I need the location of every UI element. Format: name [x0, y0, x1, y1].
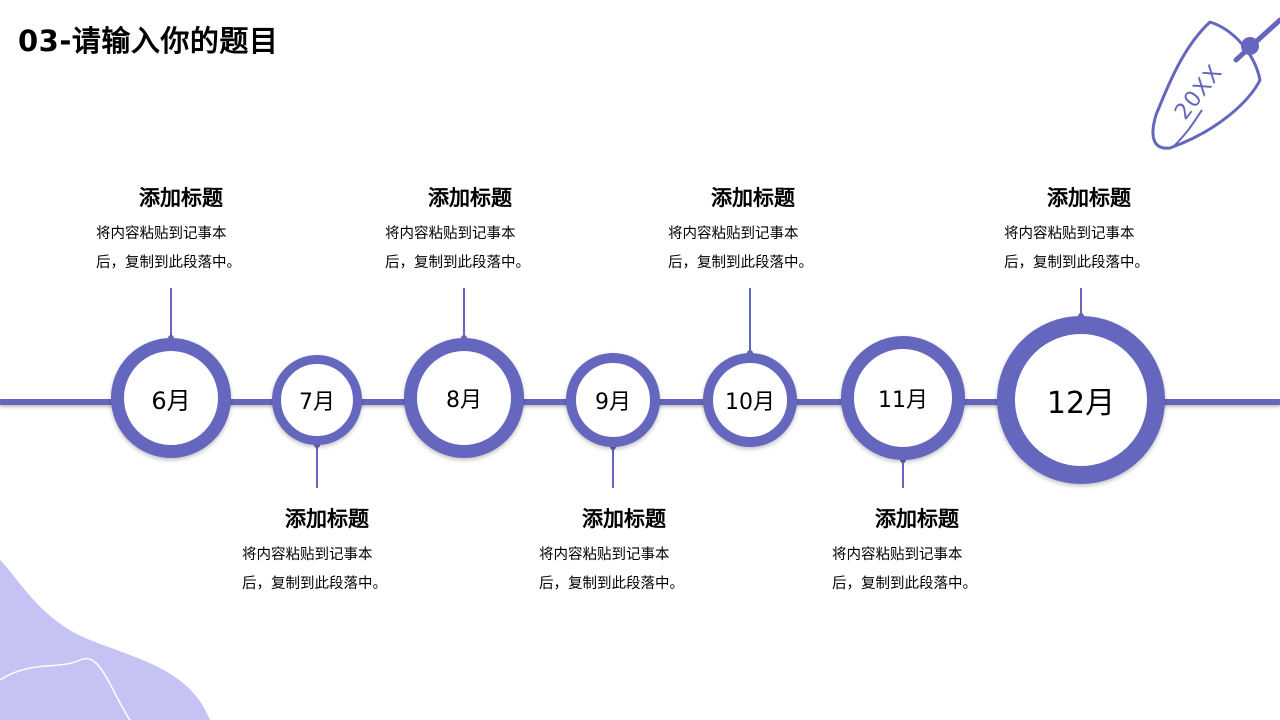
milestone-circle: 11月: [841, 336, 965, 460]
connector-dot: [900, 457, 906, 463]
milestone-title: 添加标题: [139, 186, 223, 210]
milestone-text-line1: 将内容粘贴到记事本: [832, 547, 963, 563]
milestone-month: 12月: [1046, 386, 1116, 421]
milestone-text-line2: 后，复制到此段落中。: [242, 576, 387, 592]
milestone-circle: 12月: [997, 316, 1165, 484]
milestone-month: 6月: [151, 386, 191, 415]
connector-dot: [610, 444, 616, 450]
milestone-month: 11月: [878, 388, 928, 413]
milestone-label: 添加标题将内容粘贴到记事本后，复制到此段落中。: [668, 182, 838, 278]
connector-line: [749, 288, 751, 353]
milestone-label: 添加标题将内容粘贴到记事本后，复制到此段落中。: [1004, 182, 1174, 278]
milestone-text-line1: 将内容粘贴到记事本: [668, 226, 799, 242]
page-title: 03-请输入你的题目: [18, 24, 279, 58]
milestone-circle: 9月: [566, 353, 660, 447]
milestone-text-line2: 后，复制到此段落中。: [832, 576, 977, 592]
milestone-text-line1: 将内容粘贴到记事本: [96, 226, 227, 242]
connector-line: [1080, 288, 1082, 316]
milestone-text-line1: 将内容粘贴到记事本: [1004, 226, 1135, 242]
milestone-text-line2: 后，复制到此段落中。: [96, 255, 241, 271]
milestone-title: 添加标题: [711, 186, 795, 210]
milestone-label: 添加标题将内容粘贴到记事本后，复制到此段落中。: [96, 182, 266, 278]
milestone-label: 添加标题将内容粘贴到记事本后，复制到此段落中。: [832, 503, 1002, 599]
decorative-blob: [0, 560, 210, 720]
milestone-label: 添加标题将内容粘贴到记事本后，复制到此段落中。: [385, 182, 555, 278]
milestone-text-line2: 后，复制到此段落中。: [1004, 255, 1149, 271]
milestone-text-line1: 将内容粘贴到记事本: [385, 226, 516, 242]
connector-dot: [314, 442, 320, 448]
milestone-label: 添加标题将内容粘贴到记事本后，复制到此段落中。: [242, 503, 412, 599]
milestone-text-line1: 将内容粘贴到记事本: [539, 547, 670, 563]
connector-line: [316, 445, 318, 488]
connector-line: [463, 288, 465, 338]
milestone-title: 添加标题: [875, 507, 959, 531]
milestone-circle: 10月: [703, 353, 797, 447]
milestone-title: 添加标题: [1047, 186, 1131, 210]
connector-line: [902, 460, 904, 488]
milestone-circle: 6月: [111, 338, 231, 458]
milestone-circle: 8月: [404, 338, 524, 458]
milestone-month: 8月: [446, 388, 482, 413]
milestone-text-line2: 后，复制到此段落中。: [539, 576, 684, 592]
rocket-icon: [1151, 17, 1280, 150]
connector-line: [170, 288, 172, 338]
milestone-month: 10月: [725, 390, 775, 415]
milestone-month: 9月: [595, 390, 631, 415]
milestone-text-line2: 后，复制到此段落中。: [668, 255, 813, 271]
milestone-title: 添加标题: [285, 507, 369, 531]
milestone-title: 添加标题: [428, 186, 512, 210]
milestone-text-line2: 后，复制到此段落中。: [385, 255, 530, 271]
milestone-title: 添加标题: [582, 507, 666, 531]
milestone-month: 7月: [299, 390, 335, 415]
connector-line: [612, 447, 614, 488]
milestone-text-line1: 将内容粘贴到记事本: [242, 547, 373, 563]
milestone-circle: 7月: [272, 355, 362, 445]
milestone-label: 添加标题将内容粘贴到记事本后，复制到此段落中。: [539, 503, 709, 599]
